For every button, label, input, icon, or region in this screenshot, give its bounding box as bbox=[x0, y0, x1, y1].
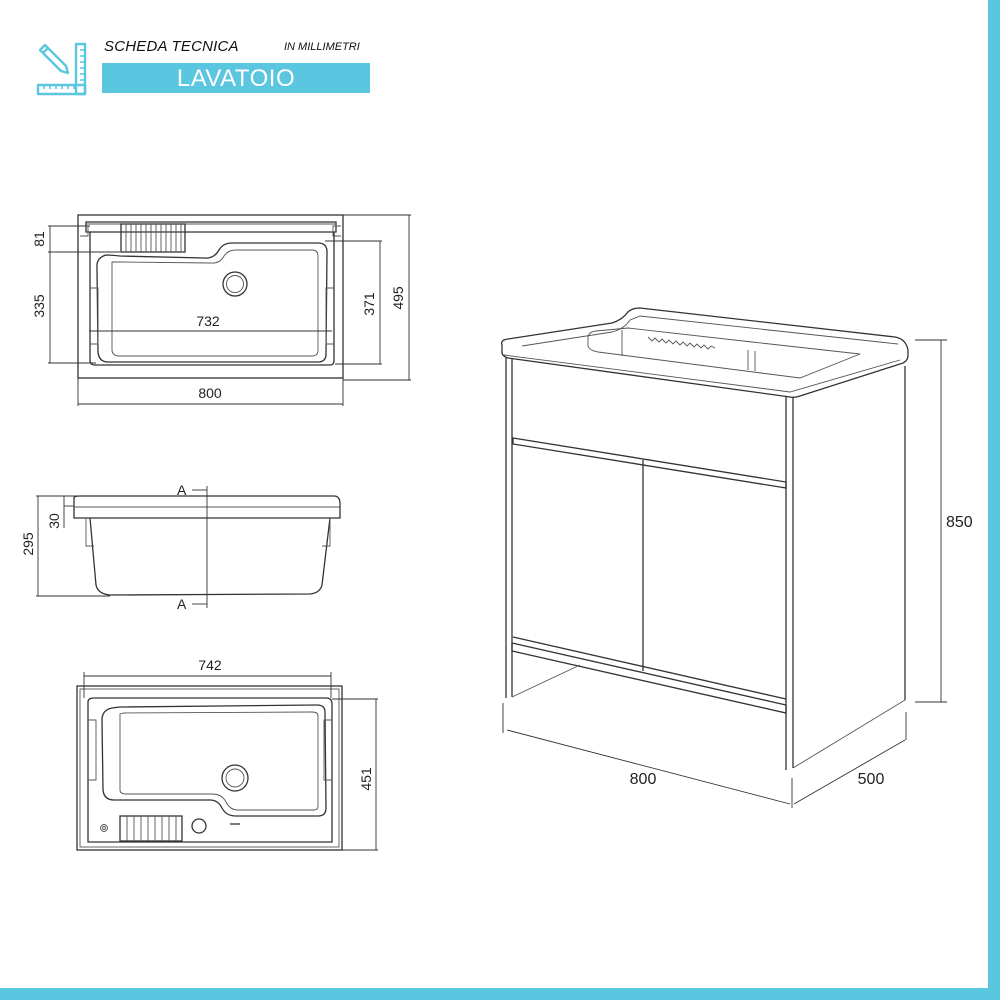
dim-front-to-basin: 335 bbox=[31, 294, 47, 318]
dim-cabinet-depth: 500 bbox=[858, 771, 885, 788]
header: SCHEDA TECNICA IN MILLIMETRI LAVATOIO bbox=[36, 36, 376, 98]
frame-border-right bbox=[988, 0, 1000, 1000]
product-name-banner: LAVATOIO bbox=[102, 63, 370, 93]
dim-basin-depth: 371 bbox=[361, 292, 377, 316]
dim-bottom-width: 742 bbox=[198, 657, 222, 673]
dim-rim-thickness: 30 bbox=[46, 513, 62, 529]
dim-basin-width: 732 bbox=[196, 313, 220, 329]
bottom-view-drawing bbox=[76, 672, 378, 851]
frame-border-bottom bbox=[0, 988, 1000, 1000]
side-view-drawing bbox=[36, 486, 341, 608]
cabinet-perspective-drawing bbox=[500, 307, 947, 808]
dim-side-height: 295 bbox=[20, 532, 36, 556]
pencil-ruler-icon bbox=[36, 42, 87, 96]
dim-washboard-depth: 81 bbox=[31, 231, 47, 247]
unit-note: IN MILLIMETRI bbox=[284, 41, 360, 53]
top-view-drawing bbox=[48, 214, 411, 406]
page-title: SCHEDA TECNICA bbox=[104, 38, 239, 55]
section-marker-bottom: A bbox=[177, 596, 187, 612]
dim-cabinet-height: 850 bbox=[946, 514, 973, 531]
dim-cabinet-width: 800 bbox=[630, 771, 657, 788]
dim-bottom-depth: 451 bbox=[358, 767, 374, 791]
section-marker-top: A bbox=[177, 482, 187, 498]
dim-overall-width: 800 bbox=[198, 385, 222, 401]
dim-overall-depth: 495 bbox=[390, 286, 406, 310]
